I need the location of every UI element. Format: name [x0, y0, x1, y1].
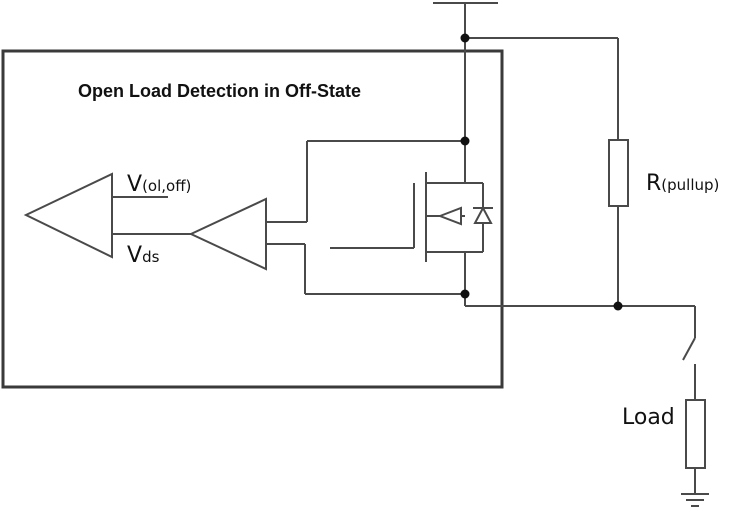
block-title: Open Load Detection in Off-State [78, 81, 361, 101]
load-switch [682, 337, 696, 361]
mosfet [330, 172, 493, 262]
body-diode [473, 205, 493, 224]
label-v-ol-off: V(ol,off) [127, 172, 191, 197]
comparator-vds [188, 197, 267, 271]
junction-dot-output [613, 301, 623, 311]
load-resistor [685, 399, 706, 469]
pullup-resistor [608, 139, 629, 207]
ground-icon [681, 493, 709, 507]
junction-dot-sense-bottom [460, 289, 470, 299]
label-r-pullup: R(pullup) [646, 171, 719, 196]
junction-dot-sense-top [460, 136, 470, 146]
junction-dot-top [460, 33, 470, 43]
label-vds: Vds [127, 243, 160, 268]
body-arrow [437, 206, 462, 226]
label-load: Load [622, 405, 675, 430]
comparator-output [23, 172, 113, 259]
detection-block-frame [1, 49, 504, 389]
